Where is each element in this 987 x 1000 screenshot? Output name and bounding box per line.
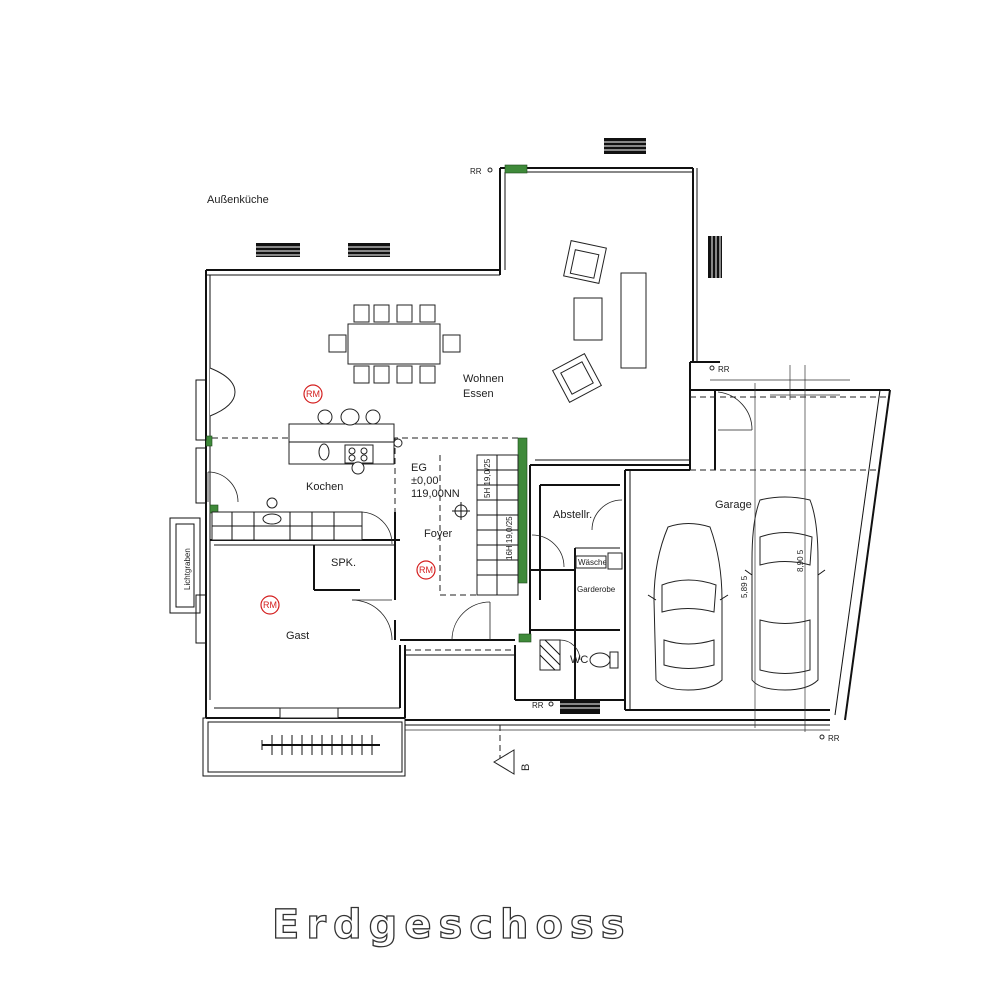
room-label-kochen: Kochen [306,481,343,493]
garage-dimensions: 5,89 5 8,90 5 [405,365,850,732]
garage-dim-b: 8,90 5 [796,549,805,572]
room-label-aussenkueche: Außenküche [207,194,269,206]
door-swings [207,391,753,661]
room-label-abstellr: Abstellr. [553,509,592,521]
level-relative: ±0,00 [411,475,438,487]
garage-dim-a: 5,89 5 [740,575,749,598]
stair-label-lower: 16H 19,0/25 [505,516,514,560]
level-name: EG [411,462,427,474]
room-label-wc: WC [570,654,588,666]
foyer-symbol [452,502,470,520]
window-hatches [256,138,722,714]
stair-label-upper: 5H 19,0/25 [483,458,492,498]
car-right [744,496,826,691]
kitchen-counter [211,497,363,541]
interior-walls [210,390,716,700]
car-left [647,523,729,691]
rr-marker-top: RR [470,167,482,176]
room-label-foyer: Foyer [424,528,452,540]
wc-fixtures [539,552,623,671]
level-marker: EG ±0,00 119,00NN [411,462,460,500]
rm-marker-gast: RM [263,600,277,610]
rr-marker-right: RR [718,365,730,374]
room-label-essen: Essen [463,388,494,400]
room-label-garderobe: Garderobe [577,585,616,594]
room-label-lichtgraben: Lichtgraben [183,548,192,590]
rr-marker-garage: RR [828,734,840,743]
room-labels: Außenküche Wohnen Essen Kochen Foyer Abs… [183,194,752,666]
room-label-gast: Gast [286,630,309,642]
rm-markers: RM RM RM [260,384,436,615]
dining-table [328,304,461,384]
plan-title: Erdgeschoss [272,902,632,948]
left-bay [169,367,236,644]
kitchen-island [288,408,403,475]
level-absolute: 119,00NN [411,488,460,500]
staircase: 5H 19,0/25 16H 19,0/25 [476,454,519,596]
living-furniture [551,240,647,404]
section-marker: B [493,725,532,775]
room-label-wohnen: Wohnen [463,373,504,385]
entrance-steps [202,707,406,777]
room-label-garage: Garage [715,499,752,511]
rm-marker-foyer: RM [419,565,433,575]
section-b-label: B [520,764,532,771]
room-label-waesche: Wäsche [578,558,607,567]
rr-markers: RR RR RR RR [470,167,840,743]
rr-marker-bottom: RR [532,701,544,710]
room-label-spk: SPK. [331,557,356,569]
rm-marker-living: RM [306,389,320,399]
